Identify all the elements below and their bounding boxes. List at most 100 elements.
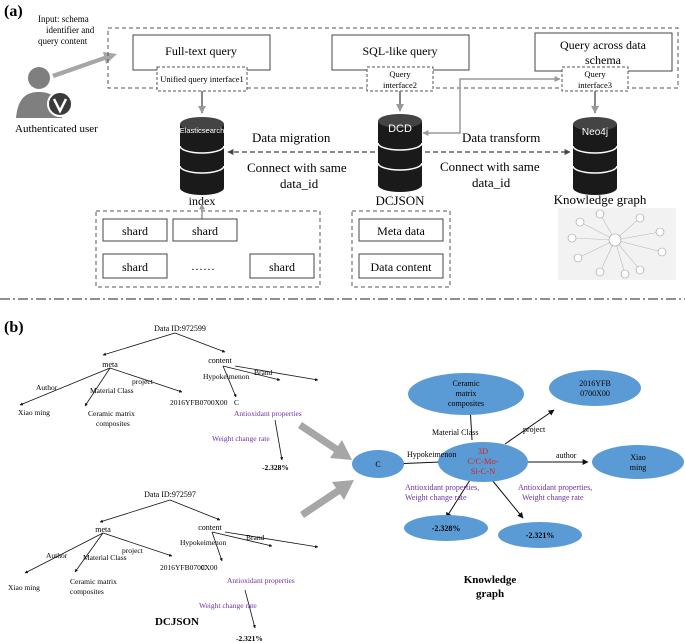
migration-connect-line1: Connect with same — [247, 160, 347, 175]
tree2-antiox: Antioxidant properties — [227, 576, 295, 585]
kg-antiox2-2: Weight change rate — [522, 493, 584, 502]
across-schema-query-label-1: Query across data — [560, 38, 647, 52]
kg-project-1: 2016YFB — [579, 379, 611, 388]
user-input-arrow — [52, 52, 117, 78]
kg-material-edge: Material Class — [432, 428, 478, 437]
tree2-weight: Weight change rate — [199, 601, 257, 610]
kg-author-2: ming — [630, 463, 646, 472]
full-text-query-box — [132, 34, 271, 71]
input-note: Input: schema identifier and query conte… — [38, 14, 95, 46]
svg-text:Input: schema: Input: schema — [38, 14, 89, 24]
tree2-brand-edge: Brand — [246, 533, 265, 542]
tree1-antiox: Antioxidant properties — [234, 409, 302, 418]
tree2-project-val: 2016YFB0700X00 — [160, 563, 218, 572]
interface1-label: Unified query interface1 — [160, 74, 244, 84]
kg-project-2: 0700X00 — [580, 389, 610, 398]
interface3-label-1: Query — [584, 69, 606, 79]
dcd-to-interface3-link — [422, 76, 561, 136]
kg-hypo-edge: Hypokeimenon — [407, 450, 456, 459]
kg-node-center — [438, 442, 528, 482]
dcjson-title: DCJSON — [155, 616, 199, 628]
tree1-project-val: 2016YFB0700X00 — [170, 398, 228, 407]
kg-center-3: Si-C-N — [471, 466, 496, 476]
kg-value2: -2.321% — [526, 531, 555, 540]
kg-node-ceramic — [408, 373, 524, 415]
tree2-author-edge: Author — [46, 551, 68, 560]
tree2-meta: meta — [95, 525, 111, 534]
data-migration-label: Data migration — [252, 130, 331, 145]
tree1-value: -2.328% — [262, 463, 289, 472]
tree2-material-val-2: composites — [70, 587, 104, 596]
kg-center-2: C/C-Mo- — [467, 456, 498, 466]
kg-author-1: Xiao — [630, 453, 646, 462]
tree1-meta: meta — [102, 360, 118, 369]
tree2-project-edge: project — [122, 546, 144, 555]
shard-label-3: shard — [122, 260, 148, 274]
kg-node-c — [352, 450, 404, 478]
tree2-value: -2.321% — [236, 634, 263, 643]
tree1-weight: Weight change rate — [212, 434, 270, 443]
tree2-hypo-edge: Hypokeimenon — [180, 538, 226, 547]
knowledge-graph-thumbnail — [558, 208, 676, 280]
dcjson-container — [351, 210, 451, 288]
kg-c: C — [375, 460, 380, 469]
shard-ellipsis: …… — [191, 259, 215, 273]
meta-data-label: Meta data — [377, 224, 425, 238]
dcjson-label: DCJSON — [375, 193, 425, 208]
sql-like-query-box — [331, 34, 470, 71]
tree2-material-val-1: Ceramic matrix — [70, 577, 117, 586]
shard-box-4 — [249, 253, 315, 279]
shard-box-2 — [172, 218, 238, 242]
shard-container — [95, 210, 321, 288]
authenticated-user-label: Authenticated user — [15, 123, 98, 135]
tree2-root: Data ID:972597 — [144, 490, 196, 499]
shard-box-3 — [102, 253, 168, 279]
svg-text:identifier and: identifier and — [46, 25, 95, 35]
tree1-material-edge: Material Class — [90, 386, 134, 395]
full-text-query-label: Full-text query — [165, 44, 237, 58]
shard-box-1 — [102, 218, 168, 242]
data-content-box — [358, 253, 444, 279]
migration-connect-line2: data_id — [280, 176, 319, 191]
dcd-label: DCD — [388, 123, 412, 135]
interface2-label-2: interface2 — [383, 80, 417, 90]
interface3-box — [561, 66, 629, 92]
kg-author-edge: author — [556, 451, 577, 460]
tree1-brand-edge: Brand — [254, 368, 273, 377]
transform-connect-line2: data_id — [472, 175, 511, 190]
kg-antiox2-1: Antioxidant properties, — [518, 483, 592, 492]
neo4j-db-icon — [572, 117, 618, 195]
tree1-author-edge: Author — [36, 383, 58, 392]
knowledge-graph: Ceramic matrix composites 2016YFB 0700X0… — [352, 370, 684, 548]
kg-node-author — [592, 445, 684, 479]
kg-center-1: 3D — [478, 446, 488, 456]
shard-label-1: shard — [122, 224, 148, 238]
sql-like-query-label: SQL-like query — [363, 44, 438, 58]
interface2-label-1: Query — [389, 69, 411, 79]
tree1-author-val: Xiao ming — [18, 408, 50, 417]
tree2-to-kg-arrow — [300, 480, 354, 518]
interface3-label-2: interface3 — [578, 80, 612, 90]
panel-a-label: (a) — [4, 3, 23, 20]
kg-project-edge: project — [523, 425, 546, 434]
neo4j-label: Neo4j — [582, 127, 608, 138]
kg-title-1: Knowledge — [464, 574, 517, 586]
kg-antiox1-2: Weight change rate — [405, 493, 467, 502]
across-schema-query-label-2: schema — [585, 53, 622, 67]
index-label: index — [189, 194, 216, 208]
tree2-author-val: Xiao ming — [8, 583, 40, 592]
kg-node-project — [549, 370, 641, 406]
shard-label-4: shard — [269, 260, 295, 274]
dcd-db-icon — [377, 114, 423, 192]
kg-ceramic-1: Ceramic — [452, 379, 480, 388]
kg-ceramic-2: matrix — [456, 389, 477, 398]
tree1-material-val-1: Ceramic matrix — [88, 409, 135, 418]
elasticsearch-db-icon — [179, 117, 225, 195]
tree1-hypo-edge: Hypokeimenon — [203, 372, 249, 381]
meta-data-box — [358, 218, 444, 242]
tree1-material-val-2: composites — [96, 419, 130, 428]
kg-antiox1-1: Antioxidant properties, — [405, 483, 479, 492]
tree2-content: content — [198, 523, 222, 532]
kg-value1: -2.328% — [432, 524, 461, 533]
